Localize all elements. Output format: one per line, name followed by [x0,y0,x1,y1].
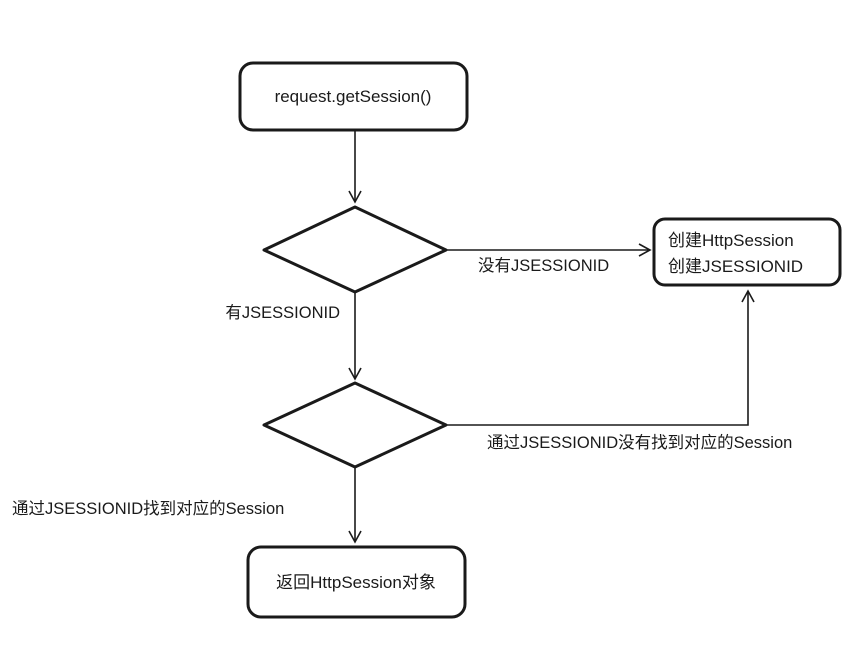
start-node-label: request.getSession() [275,87,432,106]
start-node [238,61,469,132]
create-session-node [652,217,842,287]
return-node [246,545,467,619]
decision1-node [262,205,448,294]
edge-label-session-found: 通过JSESSIONID找到对应的Session [12,499,284,518]
create-session-line1: 创建HttpSession [668,231,794,250]
edge-decision2-to-create [446,289,755,426]
create-session-line2: 创建JSESSIONID [668,257,803,276]
edge-label-session-not-found: 通过JSESSIONID没有找到对应的Session [487,433,792,452]
decision2-node [262,381,448,469]
edge-label-no-jsessionid: 没有JSESSIONID [478,256,609,275]
edge-label-has-jsessionid: 有JSESSIONID [225,303,340,322]
return-node-label: 返回HttpSession对象 [276,573,436,592]
